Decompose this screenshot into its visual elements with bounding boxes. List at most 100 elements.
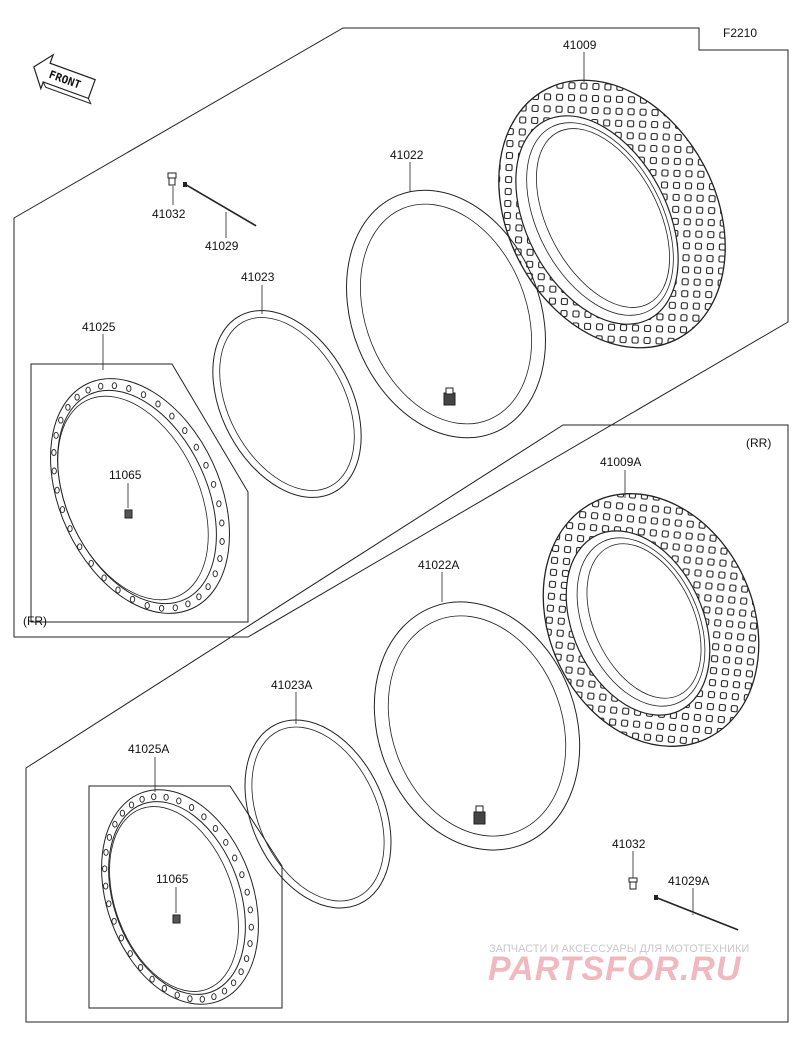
front-section-outline (13, 27, 789, 638)
spoke-hole (140, 391, 147, 399)
spoke-rear (654, 895, 739, 932)
tire-rear (542, 493, 760, 747)
spoke-hole (176, 797, 182, 805)
rim-rear (101, 789, 259, 1005)
spoke-hole (205, 583, 211, 591)
spoke-hole (144, 602, 150, 609)
spoke-hole (211, 993, 217, 1001)
spoke-hole (98, 382, 104, 390)
spoke-hole (155, 400, 161, 408)
spoke-hole (239, 871, 245, 879)
spoke-hole (106, 833, 113, 841)
spoke-hole (102, 865, 108, 873)
spoke-hole (88, 559, 94, 567)
spoke-hole (119, 809, 126, 817)
watermark-brand: PARTSFOR.RU (488, 950, 742, 988)
spoke-hole (182, 427, 188, 435)
spoke-hole (244, 888, 250, 896)
spoke-hole (212, 570, 218, 578)
spoke-hole (185, 600, 191, 608)
tube-front (346, 189, 546, 439)
rim-inset-rear (88, 785, 283, 1009)
spoke-hole (174, 991, 180, 999)
spoke-hole (103, 882, 109, 890)
rim-front (50, 378, 230, 614)
spoke-hole (199, 995, 205, 1003)
spoke-hole (112, 820, 118, 828)
spoke-hole (188, 804, 195, 811)
label-11065-front: 11065 (109, 468, 142, 482)
spoke-hole (247, 906, 253, 914)
spoke-hole (129, 595, 136, 603)
spoke-hole (169, 412, 175, 420)
section-rear-label: (RR) (746, 436, 771, 450)
spoke-hole (219, 519, 225, 527)
label-41025: 41025 (82, 320, 116, 334)
label-41022A: 41022A (418, 558, 459, 572)
spoke-hole (59, 506, 66, 514)
spoke-hole (111, 917, 117, 925)
spoke-hole (248, 923, 254, 931)
spoke-hole (243, 955, 250, 963)
spoke-hole (163, 793, 169, 801)
spoke-hole (247, 940, 253, 948)
spoke-hole (212, 825, 219, 832)
label-41023A: 41023A (271, 678, 312, 692)
spoke-hole (128, 801, 135, 809)
spoke-hole (201, 813, 207, 821)
rear-section-outline (25, 424, 789, 1023)
spoke-hole (216, 500, 222, 508)
spoke-hole (238, 968, 244, 976)
front-arrow-icon: FRONT (33, 53, 96, 105)
spoke-hole (196, 593, 202, 601)
label-41032-rear: 41032 (612, 837, 646, 851)
spoke-hole (217, 555, 223, 563)
spoke-hole (219, 538, 225, 545)
spoke-hole (137, 964, 144, 971)
spoke-hole (85, 386, 91, 394)
label-41032-front: 41032 (152, 207, 186, 221)
spoke-hole (51, 467, 57, 475)
spoke-hole (111, 382, 118, 390)
spoke-hole (232, 854, 238, 862)
spoke-hole (54, 486, 60, 494)
spoke-hole (67, 525, 73, 533)
spoke-hole (74, 393, 80, 401)
spoke-front (183, 182, 257, 228)
spoke-hole (221, 987, 228, 995)
spoke-hole (203, 461, 209, 469)
spoke-hole (118, 934, 124, 942)
rim-band-front (212, 310, 362, 498)
rim-inset-front (30, 363, 249, 623)
nipple-front (124, 509, 133, 519)
spoke-hole (58, 416, 64, 424)
tire-front (498, 79, 726, 349)
spoke-hole (230, 979, 237, 987)
section-front-label: (FR) (23, 614, 47, 628)
label-11065-rear: 11065 (156, 872, 189, 886)
spoke-hole (115, 586, 121, 594)
valve-rear (628, 877, 638, 890)
label-41029A: 41029A (668, 874, 709, 888)
spoke-hole (210, 480, 217, 488)
valve-front (167, 172, 177, 186)
spoke-hole (223, 838, 229, 846)
spoke-hole (139, 795, 145, 803)
rim-band-rear (244, 719, 392, 909)
spoke-hole (151, 793, 157, 801)
spoke-hole (149, 975, 155, 983)
label-41009A: 41009A (600, 455, 641, 469)
spoke-hole (53, 431, 59, 439)
label-41023: 41023 (241, 270, 275, 284)
label-41022: 41022 (390, 148, 424, 162)
spoke-hole (172, 604, 178, 612)
label-41009: 41009 (563, 38, 597, 52)
spoke-hole (187, 995, 193, 1003)
diagram-code: F2210 (723, 26, 757, 40)
spoke-hole (158, 604, 165, 612)
spoke-hole (106, 900, 112, 908)
spoke-hole (127, 950, 133, 958)
label-41029-front: 41029 (205, 239, 239, 253)
spoke-hole (193, 443, 199, 451)
